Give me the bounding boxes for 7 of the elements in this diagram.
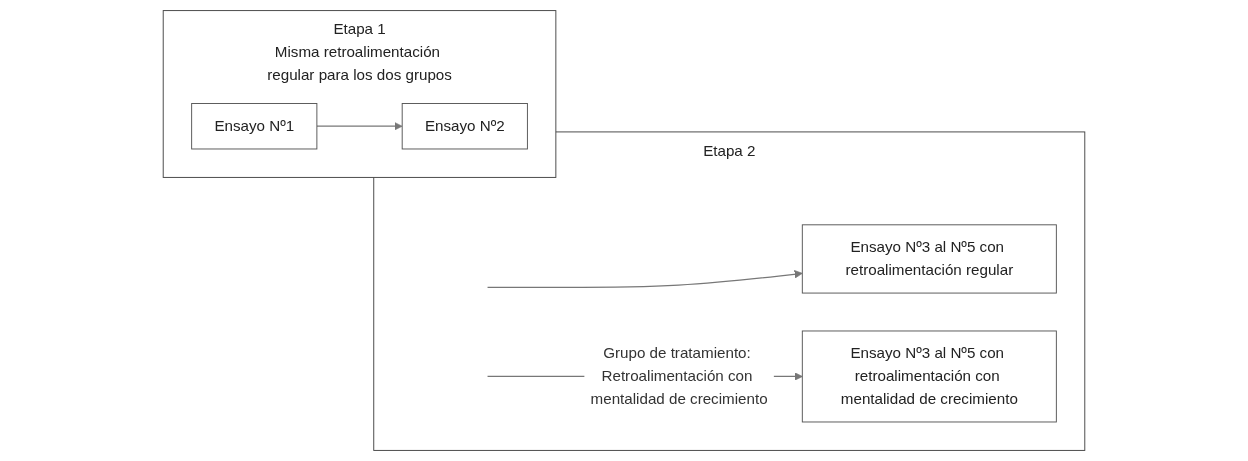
node-box: Ensayo Nº1	[191, 103, 318, 150]
node-box: Ensayo Nº3 al Nº5 con retroalimentación con mentalidad de crecimiento	[801, 330, 1057, 423]
arrow	[486, 270, 803, 288]
edge-label: Grupo de tratamiento: Retroalimentación con mentalidad de crecimiento	[590, 345, 768, 407]
arrow	[316, 122, 403, 131]
node-box: Ensayo Nº3 al Nº5 con retroalimentación regular	[801, 224, 1057, 294]
node-box: Ensayo Nº2	[401, 103, 528, 150]
